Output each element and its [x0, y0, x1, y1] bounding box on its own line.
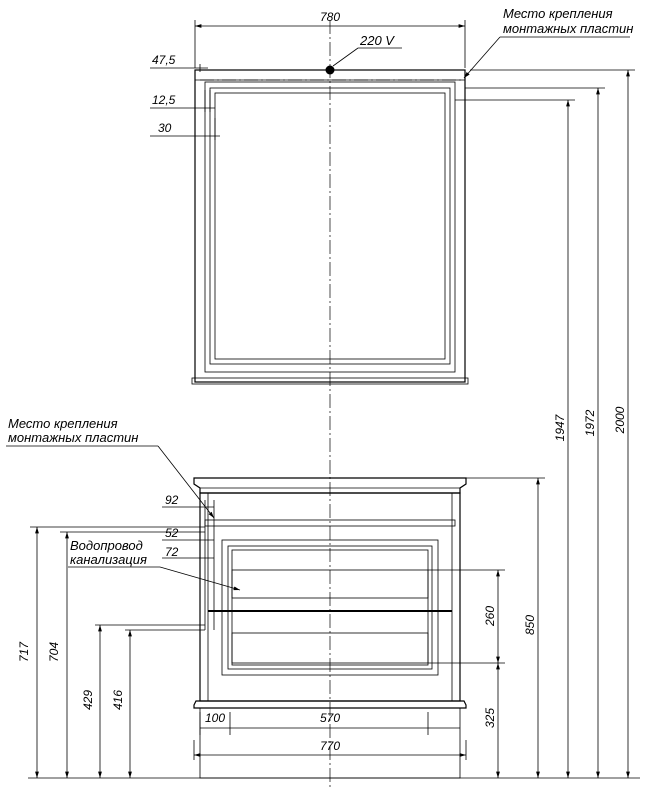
dim-12-5-label: 12,5 — [152, 93, 176, 107]
dim-47-5-label: 47,5 — [152, 53, 176, 67]
dim-1947-label: 1947 — [553, 413, 567, 441]
dim-52-label: 52 — [165, 526, 179, 540]
water-supply-zone — [231, 569, 429, 599]
vanity-mount-label-1: Место крепления — [8, 416, 118, 431]
mirror-base — [191, 377, 469, 385]
dim-1972-label: 1972 — [583, 409, 597, 436]
vanity-plinth — [193, 700, 467, 709]
power-label: 220 V — [359, 33, 395, 48]
dim-100-label: 100 — [205, 711, 225, 725]
dim-429-label: 429 — [81, 690, 95, 710]
vanity-bottom-widths: 100 570 770 — [193, 711, 467, 760]
mirror-mount-label-2: монтажных пластин — [503, 21, 633, 36]
water-drain-callout: Водопровод канализация — [68, 538, 241, 591]
dim-2000-label: 2000 — [613, 406, 627, 434]
mirror-inner-frame — [204, 81, 456, 373]
mirror-mount-callout: Место крепления монтажных пластин — [463, 6, 633, 79]
vanity-side-offsets: 92 52 72 — [162, 493, 215, 630]
dim-72-label: 72 — [165, 545, 179, 559]
dim-416-label: 416 — [111, 690, 125, 710]
dim-30-label: 30 — [158, 121, 172, 135]
dim-325-label: 325 — [483, 708, 497, 728]
vanity-right-heights: 260 850 325 — [428, 477, 545, 778]
dim-260-label: 260 — [483, 606, 497, 627]
vanity-mount-callout: Место крепления монтажных пластин — [6, 416, 215, 519]
overall-heights: 1947 1972 2000 — [455, 69, 635, 778]
dim-780-label: 780 — [320, 10, 340, 24]
drain-label: канализация — [70, 552, 147, 567]
dim-mirror-width: 780 — [194, 10, 466, 68]
mirror-unit — [191, 65, 469, 385]
drain-zone — [231, 632, 429, 664]
vanity-front-panel — [221, 539, 439, 676]
dim-92-label: 92 — [165, 493, 179, 507]
vanity-left-heights: 717 704 429 416 — [17, 526, 205, 778]
dim-770-label: 770 — [320, 739, 340, 753]
dim-850-label: 850 — [523, 615, 537, 635]
vanity-cabinet — [193, 477, 467, 779]
vanity-mount-label-2: монтажных пластин — [8, 430, 138, 445]
power-callout: 220 V — [332, 33, 402, 67]
dim-570-label: 570 — [320, 711, 340, 725]
mirror-left-offsets: 47,5 12,5 30 — [150, 53, 220, 140]
mirror-glass — [214, 92, 446, 360]
water-label: Водопровод — [70, 538, 143, 553]
dim-717-label: 717 — [17, 641, 31, 662]
power-point-icon — [325, 65, 335, 75]
mirror-mount-label-1: Место крепления — [503, 6, 613, 21]
dim-704-label: 704 — [47, 642, 61, 662]
